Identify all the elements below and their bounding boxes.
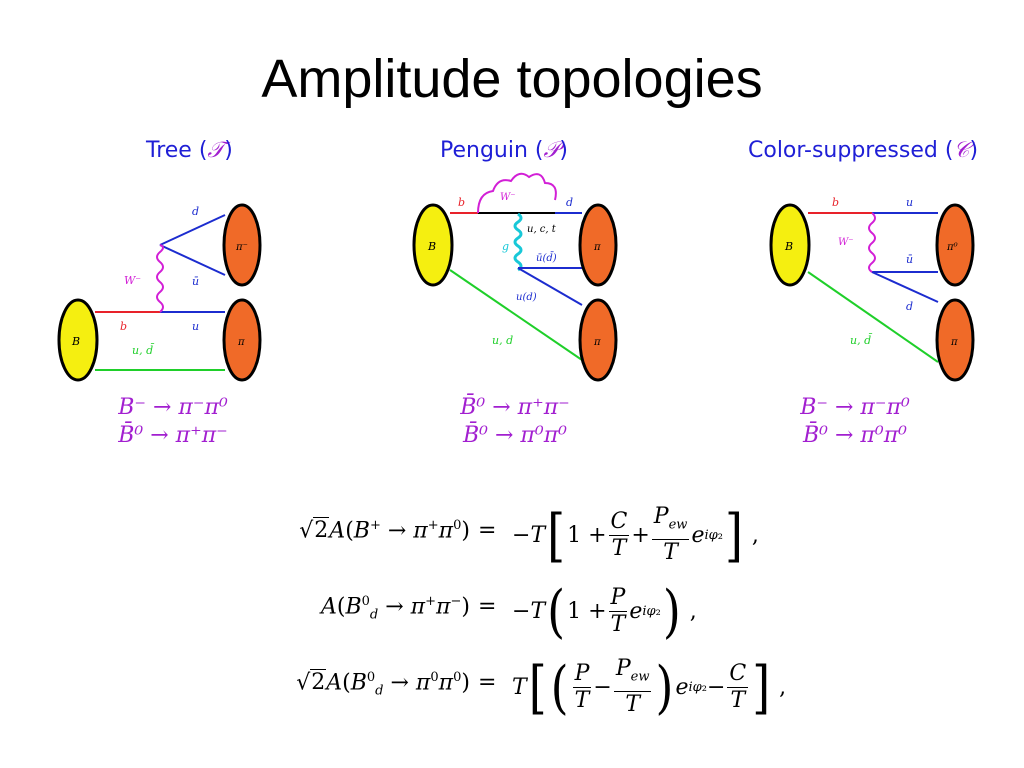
reaction-penguin-2: B̄⁰ → π⁰π⁰	[463, 423, 567, 448]
cs-label-pi: π	[950, 337, 958, 348]
tree-label-ubar: ū	[192, 275, 199, 288]
caption-cs-text: Color-suppressed (	[748, 138, 954, 163]
caption-tree: Tree (𝒯)	[146, 138, 233, 163]
penguin-label-g: g	[502, 240, 509, 253]
penguin-label-W: W⁻	[500, 192, 516, 203]
caption-penguin-text: Penguin (	[440, 138, 544, 163]
caption-cs-close: )	[969, 138, 979, 163]
penguin-label-B: B	[427, 240, 436, 253]
reactions-tree: B⁻ → π⁻π⁰ B̄⁰ → π⁺π⁻	[88, 394, 258, 450]
penguin-label-spect: u, d	[492, 334, 513, 347]
tree-label-W: W⁻	[124, 274, 141, 287]
equation-1-eq: =	[478, 518, 497, 543]
cs-label-u: u	[906, 196, 913, 209]
reaction-tree-2: B̄⁰ → π⁺π⁻	[118, 423, 228, 448]
tree-label-u: u	[192, 320, 199, 333]
cs-label-B: B	[784, 240, 793, 253]
equation-2-eq: =	[478, 594, 497, 619]
tree-label-d: d	[192, 205, 199, 218]
caption-cs-symbol: 𝒞	[953, 138, 970, 163]
penguin-label-pi1: π	[593, 242, 601, 253]
caption-penguin-symbol: 𝒫	[543, 138, 560, 163]
cs-label-d: d	[906, 300, 913, 313]
caption-color-suppressed: Color-suppressed (𝒞)	[748, 138, 978, 163]
cs-label-ubar: ū	[906, 253, 913, 266]
page-title: Amplitude topologies	[261, 49, 763, 109]
caption-penguin-close: )	[559, 138, 568, 163]
caption-tree-close: )	[224, 138, 233, 163]
tree-label-B: B	[71, 335, 80, 348]
reaction-penguin-1: B̄⁰ → π⁺π⁻	[460, 395, 570, 420]
reaction-tree-1: B⁻ → π⁻π⁰	[118, 395, 228, 420]
reaction-cs-1: B⁻ → π⁻π⁰	[800, 395, 910, 420]
cs-label-spect: u, d̄	[850, 334, 873, 347]
penguin-label-u-d: u(d)	[516, 292, 537, 303]
tree-label-pim: π⁻	[235, 242, 248, 253]
penguin-label-d: d	[566, 196, 573, 209]
reactions-penguin: B̄⁰ → π⁺π⁻ B̄⁰ → π⁰π⁰	[430, 394, 600, 450]
cs-label-pi0: π⁰	[946, 242, 958, 253]
penguin-label-pi2: π	[593, 337, 601, 348]
tree-label-spect: u, d̄	[132, 344, 155, 357]
tree-label-b: b	[120, 320, 127, 333]
equation-3-eq: =	[478, 670, 497, 695]
equation-3-lhs: √2A(B0d → π0π0)	[296, 669, 470, 699]
caption-tree-text: Tree (	[146, 138, 208, 163]
penguin-label-uct: u, c, t	[527, 224, 557, 235]
tree-label-pi: π	[237, 337, 245, 348]
cs-label-b: b	[832, 196, 839, 209]
penguin-label-b: b	[458, 196, 465, 209]
reaction-cs-2: B̄⁰ → π⁰π⁰	[803, 423, 907, 448]
penguin-label-ubar-d: ū(d̄)	[536, 252, 557, 264]
equation-1-lhs: √2A(B+ → π+π0)	[299, 517, 470, 544]
cs-label-W: W⁻	[838, 237, 854, 248]
equation-2-lhs: A(B0d → π+π−)	[320, 594, 470, 623]
reactions-color-suppressed: B⁻ → π⁻π⁰ B̄⁰ → π⁰π⁰	[770, 394, 940, 450]
caption-penguin: Penguin (𝒫)	[440, 138, 568, 163]
caption-tree-symbol: 𝒯	[207, 138, 225, 163]
